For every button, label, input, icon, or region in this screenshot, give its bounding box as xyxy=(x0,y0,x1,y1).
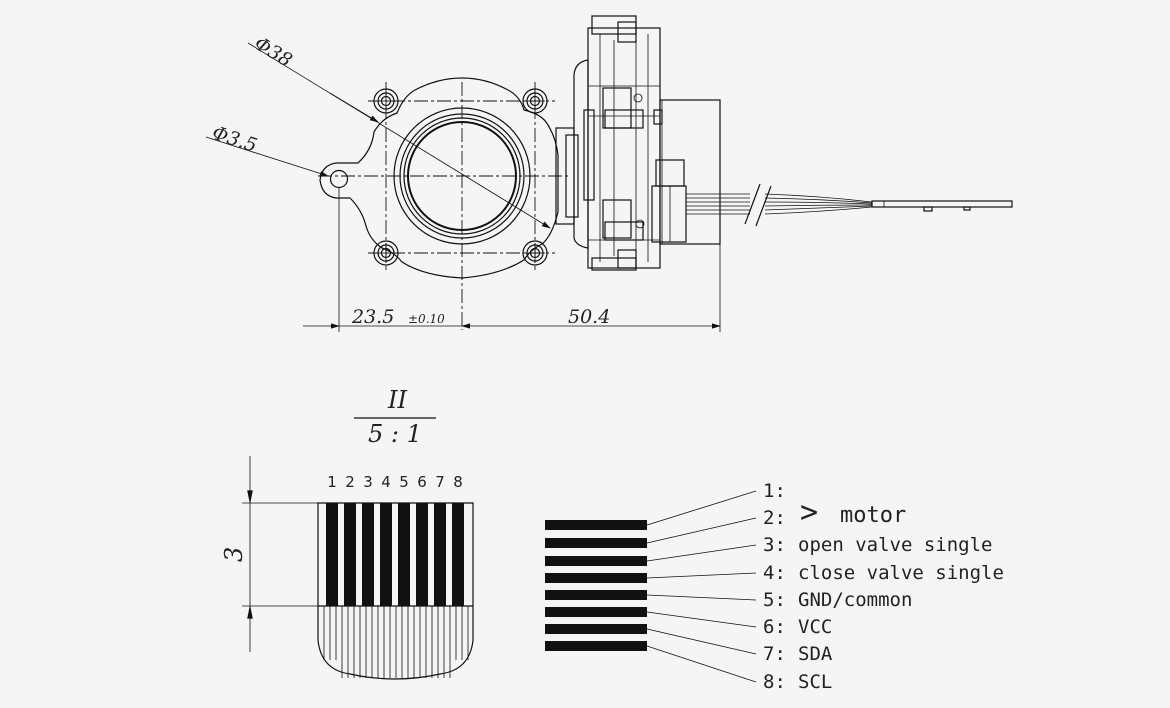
pin-number: 6 xyxy=(417,473,427,491)
pin-contacts xyxy=(326,503,464,606)
legend-leader xyxy=(646,628,757,655)
dim-50-4: 50.4 xyxy=(568,306,610,328)
legend-leader xyxy=(646,611,757,628)
legend-leaders xyxy=(646,490,757,683)
wire-bar xyxy=(545,556,647,566)
dia35-label: Φ3.5 xyxy=(209,122,259,157)
wire-bar xyxy=(545,607,647,617)
pin-legend: 1: 2: 3: open valve single 4: close valve sin… xyxy=(545,480,1004,693)
legend-leader xyxy=(646,490,757,526)
dia38-leader xyxy=(247,42,551,229)
motor xyxy=(659,99,721,245)
legend-leader xyxy=(646,517,757,544)
wire-bar xyxy=(545,538,647,548)
legend-pin-number: 2: xyxy=(763,507,786,529)
gearbox xyxy=(587,27,661,269)
legend-pin-number: 3: xyxy=(763,534,786,556)
legend-texts: 1: 2: 3: open valve single 4: close valve sin… xyxy=(763,480,1004,693)
legend-pin-number: 5: xyxy=(763,589,786,611)
legend-leader xyxy=(646,645,757,683)
flange-outline xyxy=(319,77,559,279)
wire-bars xyxy=(545,520,647,651)
detail-view-label: II 5 : 1 xyxy=(354,386,436,448)
valve-body-view xyxy=(318,77,570,330)
legend-pin-number: 4: xyxy=(763,562,786,584)
cable xyxy=(686,183,1013,227)
wire-bar xyxy=(545,573,647,583)
legend-leader xyxy=(646,572,757,579)
pin-contact xyxy=(452,503,464,606)
motor-group-symbol: > xyxy=(800,495,818,530)
legend-pin-label: open valve single xyxy=(798,534,992,556)
detail-view-scale: 5 : 1 xyxy=(368,420,422,448)
pin-number: 2 xyxy=(345,473,355,491)
legend-pin-label: SDA xyxy=(798,643,833,665)
wire-bar xyxy=(545,641,647,651)
actuator-housing xyxy=(555,15,721,271)
pin-contact xyxy=(362,503,374,606)
connector-housing xyxy=(317,502,474,680)
pin-number: 7 xyxy=(435,473,445,491)
pin-number: 8 xyxy=(453,473,463,491)
pin-number: 1 xyxy=(327,473,337,491)
wire-bar xyxy=(545,520,647,530)
pin-number: 4 xyxy=(381,473,391,491)
motor-group-label: motor xyxy=(840,503,906,528)
legend-pin-number: 7: xyxy=(763,643,786,665)
dia35-leader xyxy=(205,136,329,177)
pin-number: 5 xyxy=(399,473,409,491)
dim-23-5-tolerance: ±0.10 xyxy=(408,312,445,326)
dim-23-5: 23.5 xyxy=(351,306,394,328)
small-hole xyxy=(329,169,349,189)
connector-height-label: 3 xyxy=(220,547,248,562)
pin-contact xyxy=(416,503,428,606)
dia38-label: Φ38 xyxy=(250,32,295,71)
pin-contact xyxy=(326,503,338,606)
legend-pin-number: 6: xyxy=(763,616,786,638)
legend-pin-number: 8: xyxy=(763,671,786,693)
cable-connector xyxy=(871,200,1013,208)
legend-leader xyxy=(646,544,757,562)
legend-pin-label: VCC xyxy=(798,616,832,638)
pin-contact xyxy=(398,503,410,606)
pin-contact xyxy=(380,503,392,606)
pin-contact xyxy=(344,503,356,606)
wire-bar xyxy=(545,590,647,600)
dimensions: Φ38 Φ3.5 23.5 ±0.10 50.4 xyxy=(205,32,721,332)
legend-pin-label: SCL xyxy=(798,671,832,693)
legend-leader xyxy=(646,594,757,601)
wire-bar xyxy=(545,624,647,634)
legend-pin-number: 1: xyxy=(763,480,786,502)
legend-pin-label: GND/common xyxy=(798,589,912,611)
pin-contact xyxy=(434,503,446,606)
legend-pin-label: close valve single xyxy=(798,562,1004,584)
pin-number: 3 xyxy=(363,473,373,491)
detail-view-name: II xyxy=(387,386,407,414)
